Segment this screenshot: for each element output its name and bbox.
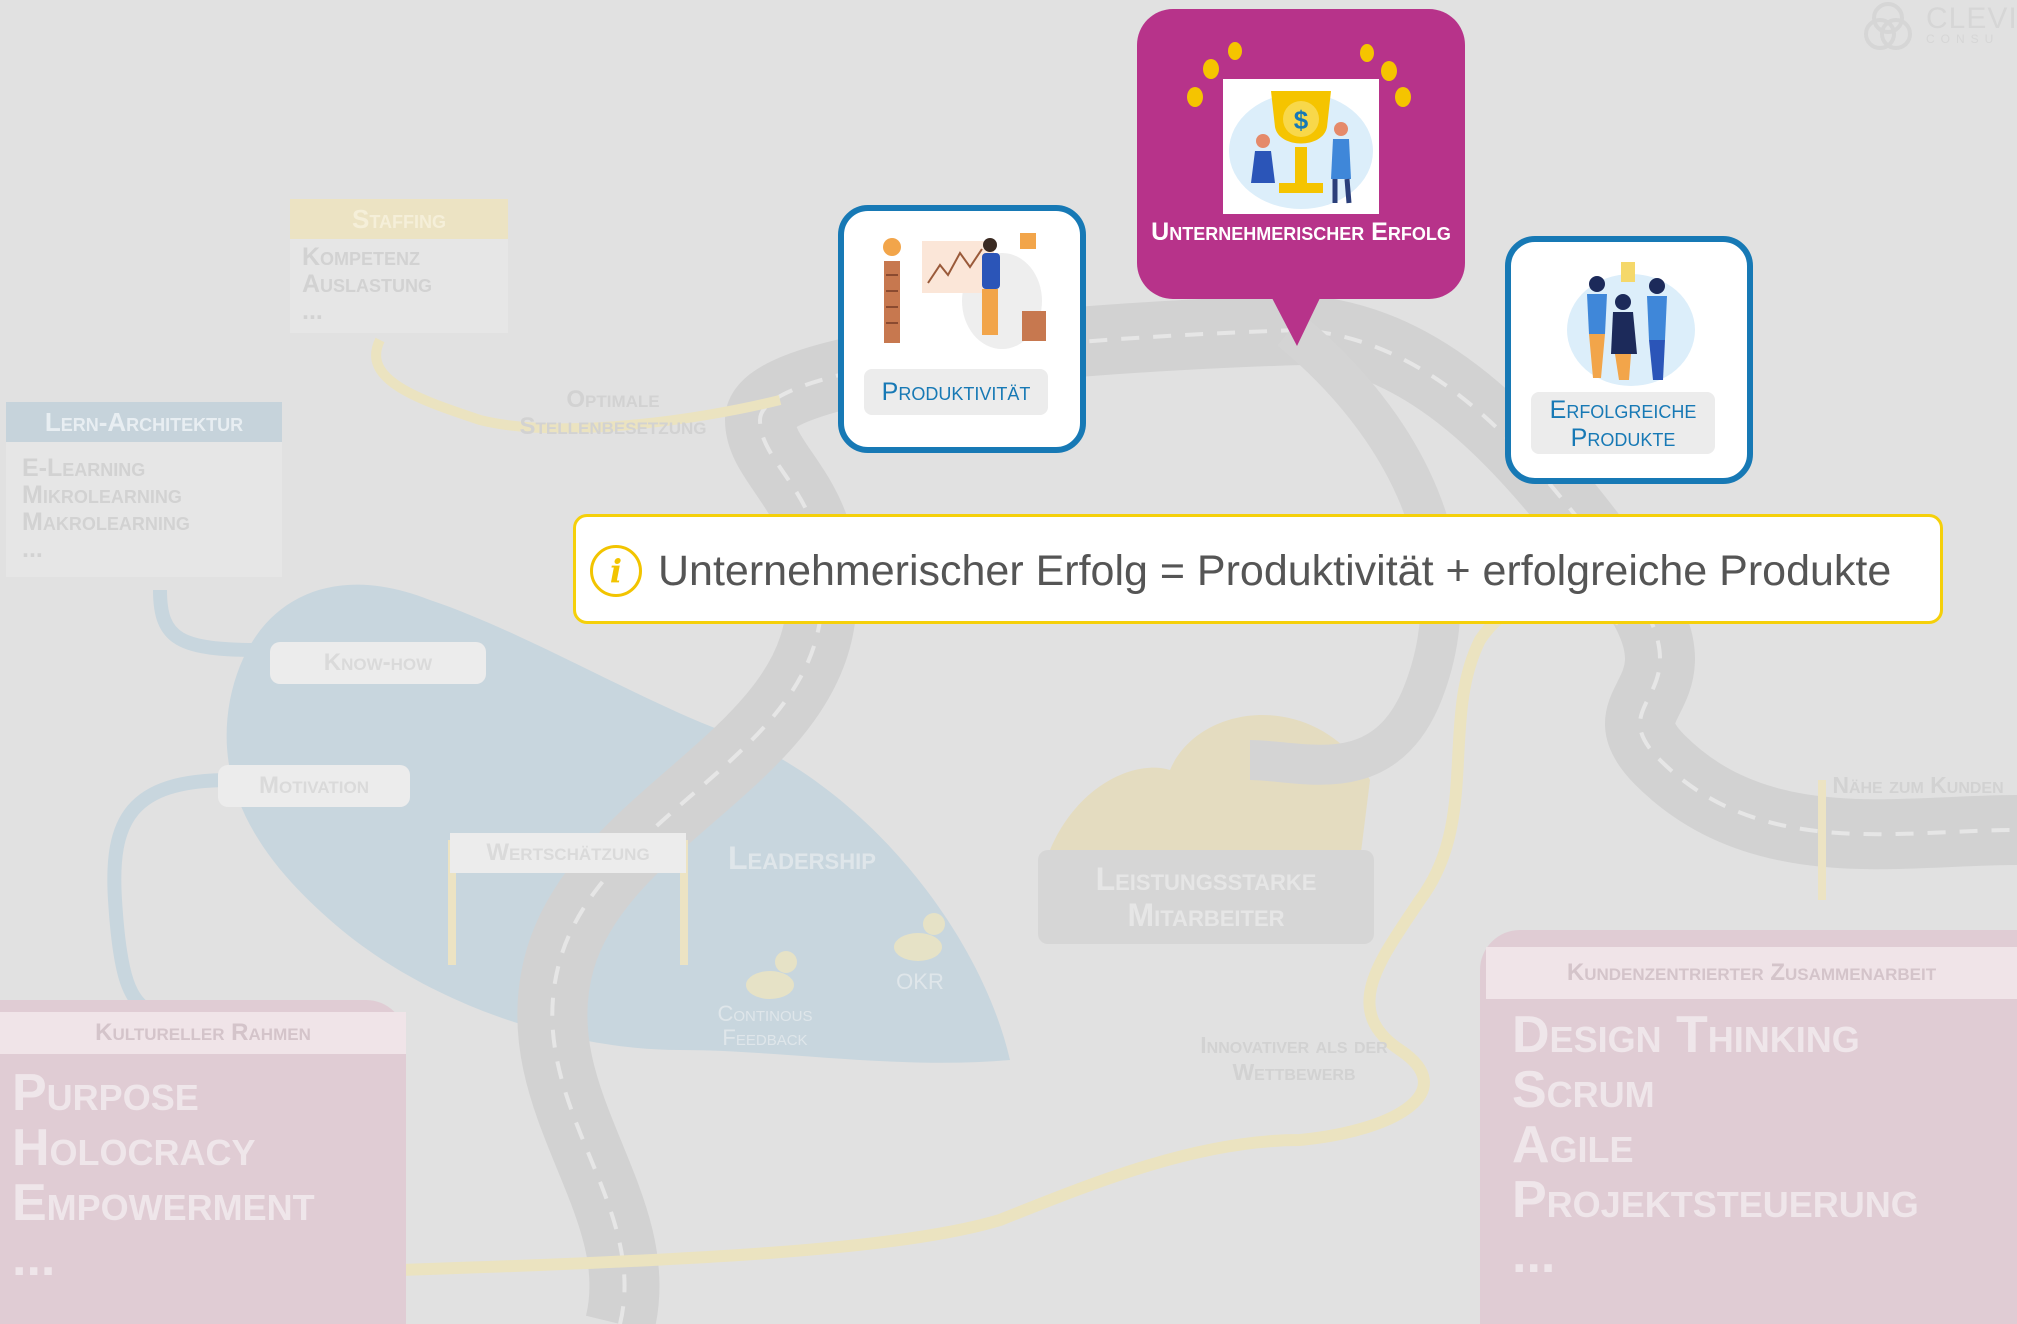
kultur-list: Purpose Holocracy Empowerment ... bbox=[12, 1066, 315, 1286]
yellow-path-bottom bbox=[399, 594, 1623, 1276]
kunden-item: Agile bbox=[1512, 1116, 1634, 1174]
lern-body bbox=[6, 442, 282, 577]
lern-list: E-Learning Mikrolearning Makrolearning .… bbox=[22, 455, 190, 563]
logo-icon bbox=[1864, 2, 1912, 50]
chart-presenter-icon bbox=[883, 233, 1046, 349]
kunden-title: Kundenzentrierter Zusammenarbeit bbox=[1486, 947, 2017, 999]
staffing-item: Kompetenz bbox=[302, 243, 421, 271]
kunden-list: Design Thinking Scrum Agile Projektsteue… bbox=[1512, 1008, 1919, 1283]
wertschaetzung-label: Wertschätzung bbox=[450, 833, 686, 873]
know-how-label: Know-how bbox=[270, 642, 486, 684]
kultur-item: ... bbox=[12, 1229, 56, 1287]
card-erfolgreiche-produkte[interactable]: Erfolgreiche Produkte bbox=[1505, 236, 1753, 484]
card-left-title: Produktivität bbox=[864, 369, 1048, 415]
river-kultur bbox=[107, 773, 231, 1019]
hill-shape bbox=[1050, 715, 1370, 860]
lern-item: Makrolearning bbox=[22, 508, 190, 536]
kunden-item: Projektsteuerung bbox=[1512, 1171, 1919, 1229]
card-produktivitaet[interactable]: Produktivität bbox=[838, 205, 1086, 453]
lern-title: Lern-Architektur bbox=[6, 402, 282, 442]
optimal-label: Optimale Stellenbesetzung bbox=[519, 386, 707, 440]
lern-item: Mikrolearning bbox=[22, 481, 182, 509]
staffing-body bbox=[290, 239, 508, 333]
staffing-item: ... bbox=[302, 297, 323, 325]
logo-subtext: CONSU bbox=[1926, 32, 2000, 46]
sparkle-icon bbox=[1187, 42, 1411, 107]
lern-item: ... bbox=[22, 535, 43, 563]
duck-icon bbox=[894, 933, 942, 961]
side-road bbox=[1249, 314, 1461, 785]
naehe-label: Nähe zum Kunden bbox=[1832, 772, 2004, 798]
duck-head-icon bbox=[775, 951, 797, 973]
card-top-title: Unternehmerischer Erfolg bbox=[1151, 218, 1451, 246]
innovativer-label: Innovativer als der Wettbewerb bbox=[1200, 1032, 1388, 1085]
team-success-icon bbox=[1567, 262, 1695, 386]
info-icon: i bbox=[590, 545, 642, 597]
river-lern bbox=[153, 589, 261, 657]
kunden-item: ... bbox=[1512, 1226, 1556, 1284]
lern-item: E-Learning bbox=[22, 454, 146, 482]
card-unternehmerischer-erfolg[interactable]: $ Unternehmerischer Erfolg bbox=[1137, 9, 1465, 299]
staffing-list: Kompetenz Auslastung ... bbox=[302, 244, 432, 325]
kunden-item: Design Thinking bbox=[1512, 1006, 1860, 1064]
leadership-label: Leadership bbox=[728, 840, 876, 876]
yellow-path-top bbox=[371, 337, 782, 434]
main-road-markings bbox=[550, 327, 2017, 1324]
duck-icon bbox=[746, 971, 794, 999]
mitarbeiter-label: Leistungsstarke Mitarbeiter bbox=[1038, 850, 1374, 944]
svg-text:$: $ bbox=[1294, 105, 1309, 135]
info-text: Unternehmerischer Erfolg = Produktivität… bbox=[658, 547, 1892, 595]
okr-label: OKR bbox=[896, 969, 944, 994]
kultur-item: Purpose bbox=[12, 1064, 199, 1122]
kultur-body bbox=[0, 1000, 406, 1324]
kunden-item: Scrum bbox=[1512, 1061, 1655, 1119]
staffing-title: Staffing bbox=[290, 199, 508, 239]
card-right-title: Erfolgreiche Produkte bbox=[1531, 392, 1715, 454]
kultur-title: Kultureller Rahmen bbox=[0, 1012, 406, 1054]
kultur-item: Holocracy bbox=[12, 1119, 256, 1177]
staffing-item: Auslastung bbox=[302, 270, 433, 298]
feedback-label: Continous Feedback bbox=[717, 1001, 813, 1050]
info-callout: i Unternehmerischer Erfolg = Produktivit… bbox=[573, 514, 1943, 624]
motivation-label: Motivation bbox=[218, 765, 410, 807]
duck-head-icon bbox=[923, 913, 945, 935]
logo-text: CLEVI bbox=[1926, 2, 2017, 35]
trophy-icon: $ bbox=[1223, 79, 1379, 214]
card-pointer bbox=[1272, 298, 1320, 346]
kultur-item: Empowerment bbox=[12, 1174, 315, 1232]
